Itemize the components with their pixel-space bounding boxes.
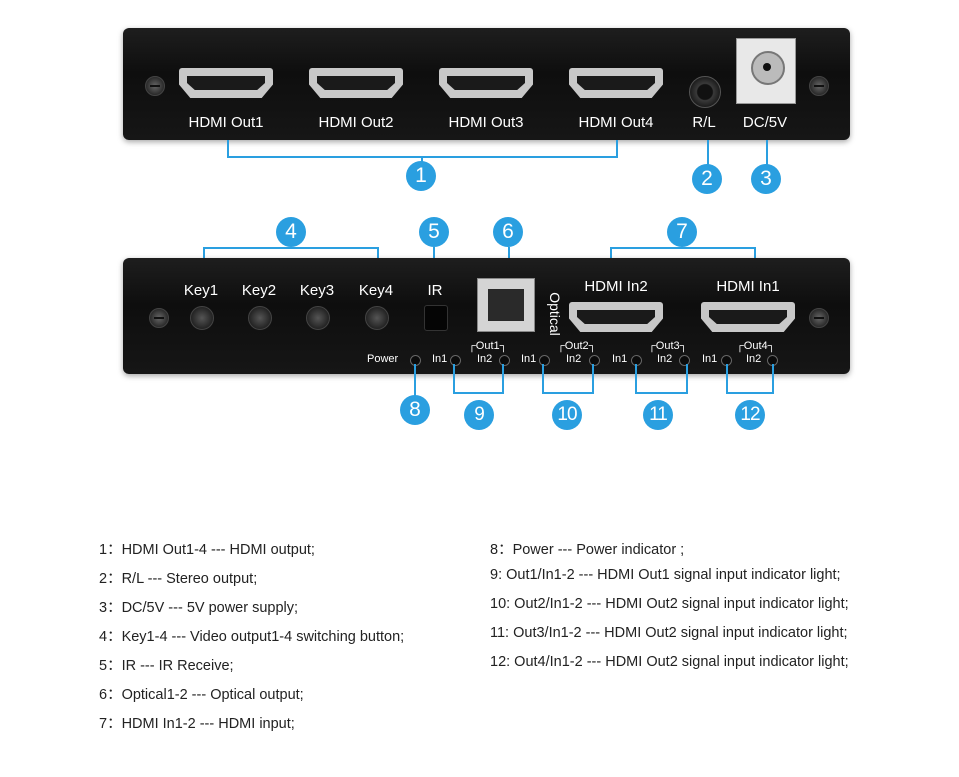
out1-in1-led [450,355,461,366]
port-label: HDMI Out1 [188,114,264,131]
key-label: Key2 [241,282,277,299]
callout-line [542,392,594,394]
legend-item: 10: Out2/In1-2 --- HDMI Out2 signal inpu… [490,596,849,612]
callout-line [203,247,379,249]
hdmi-out1-port [179,68,273,98]
callout-line [227,140,229,157]
callout-line [414,364,416,397]
in2-label: In2 [746,353,762,365]
legend-item: 6：Optical1-2 --- Optical output; [99,687,304,703]
group-title: ┌Out2┐ [557,340,597,352]
port-label: R/L [692,114,716,131]
callout-line [616,140,618,157]
legend-item: 5：IR --- IR Receive; [99,658,234,674]
ir-label: IR [427,282,443,299]
callout-8: 8 [400,395,430,425]
dc-power-jack [736,38,796,104]
port-label: HDMI Out4 [578,114,654,131]
callout-line [686,364,688,393]
in2-label: In2 [477,353,493,365]
hdmi-in2-port [569,302,663,332]
callout-line [726,392,774,394]
callout-line [502,364,504,393]
callout-12: 12 [735,400,765,430]
in2-label: In2 [566,353,582,365]
legend-item: 7：HDMI In1-2 --- HDMI input; [99,716,295,732]
in1-label: In1 [432,353,448,365]
in1-label: In1 [612,353,628,365]
hdmi-in-label: HDMI In2 [584,278,648,295]
callout-line [453,364,455,393]
hdmi-in1-port [701,302,795,332]
hdmi-out3-port [439,68,533,98]
screw-icon [809,76,829,96]
callout-line [542,364,544,393]
key-label: Key4 [358,282,394,299]
back-panel: HDMI Out1 HDMI Out2 HDMI Out3 HDMI Out4 … [123,28,850,140]
legend-item: 4：Key1-4 --- Video output1-4 switching b… [99,629,405,645]
front-panel: Key1 Key2 Key3 Key4 IR Optical HDMI In2 … [123,258,850,374]
out2-in1-led [539,355,550,366]
in1-label: In1 [702,353,718,365]
out1-in2-led [499,355,510,366]
legend-item: 12: Out4/In1-2 --- HDMI Out2 signal inpu… [490,654,849,670]
key2-button[interactable] [248,306,272,330]
callout-5: 5 [419,217,449,247]
callout-line [726,364,728,393]
hdmi-out4-port [569,68,663,98]
screw-icon [145,76,165,96]
screw-icon [149,308,169,328]
group-title: ┌Out4┐ [736,340,776,352]
port-label: HDMI Out2 [318,114,394,131]
group-title: ┌Out3┐ [648,340,688,352]
callout-line [592,364,594,393]
callout-4: 4 [276,217,306,247]
callout-line [772,364,774,393]
hdmi-out2-port [309,68,403,98]
in1-label: In1 [521,353,537,365]
legend-item: 8：Power --- Power indicator ; [490,542,685,558]
key1-button[interactable] [190,306,214,330]
legend-item: 1：HDMI Out1-4 --- HDMI output; [99,542,315,558]
screw-icon [809,308,829,328]
callout-line [635,392,688,394]
legend-item: 9: Out1/In1-2 --- HDMI Out1 signal input… [490,567,841,583]
callout-line [707,140,709,165]
optical-port [477,278,535,332]
callout-line [610,247,756,249]
legend-item: 3：DC/5V --- 5V power supply; [99,600,299,616]
key-label: Key1 [183,282,219,299]
callout-11: 11 [643,400,673,430]
in2-label: In2 [657,353,673,365]
callout-line [635,364,637,393]
callout-9: 9 [464,400,494,430]
callout-7: 7 [667,217,697,247]
legend-item: 11: Out3/In1-2 --- HDMI Out2 signal inpu… [490,625,848,641]
callout-10: 10 [552,400,582,430]
callout-3: 3 [751,164,781,194]
callout-line [453,392,504,394]
port-label: DC/5V [742,114,788,131]
key4-button[interactable] [365,306,389,330]
callout-6: 6 [493,217,523,247]
rl-audio-jack [689,76,721,108]
callout-1: 1 [406,161,436,191]
legend-item: 2：R/L --- Stereo output; [99,571,258,587]
callout-2: 2 [692,164,722,194]
callout-line [766,140,768,165]
key-label: Key3 [299,282,335,299]
key3-button[interactable] [306,306,330,330]
port-label: HDMI Out3 [448,114,524,131]
hdmi-in-label: HDMI In1 [716,278,780,295]
ir-receiver-window [424,305,448,331]
power-label: Power [367,353,399,365]
out3-in2-led [679,355,690,366]
out2-in2-led [589,355,600,366]
group-title: ┌Out1┐ [468,340,508,352]
